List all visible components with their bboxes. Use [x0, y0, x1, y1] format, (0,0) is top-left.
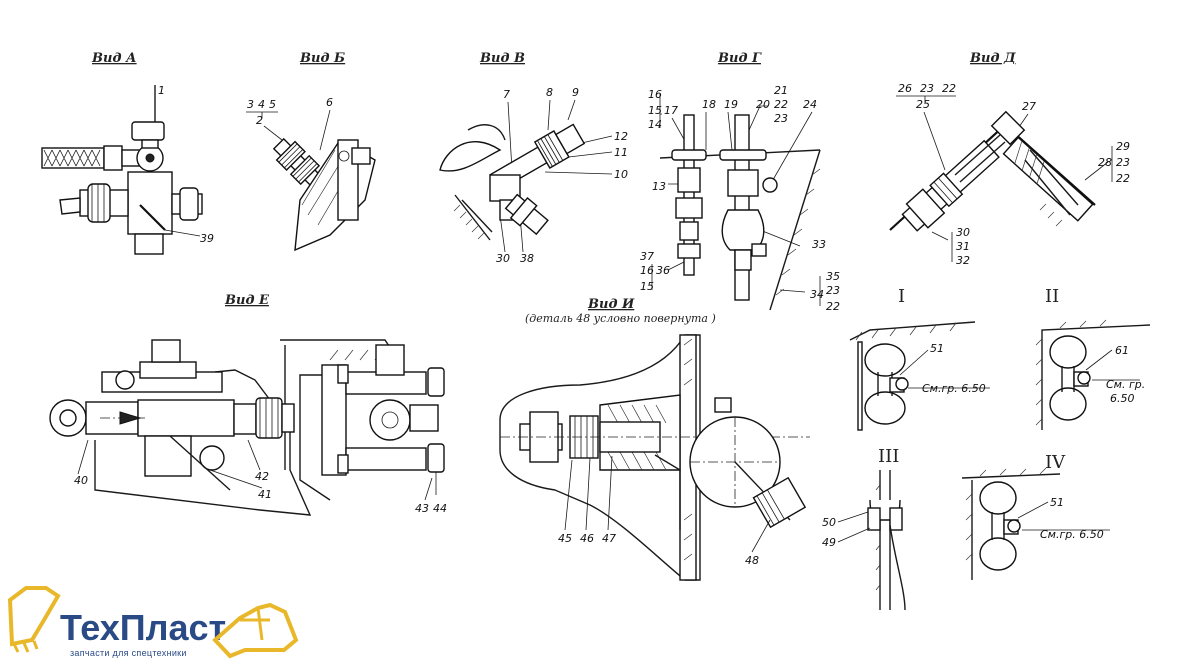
label-d-23b: 23: [1116, 156, 1130, 169]
label-c2-61: 61: [1115, 344, 1129, 357]
label-g-23b: 23: [826, 284, 840, 297]
clamp-iv-title: IV: [1045, 452, 1066, 473]
label-g-16a: 16: [648, 88, 662, 101]
label-e-44: 44: [433, 502, 447, 515]
label-i-47: 47: [602, 532, 616, 545]
label-g-18: 18: [702, 98, 716, 111]
label-d-22a: 22: [942, 82, 956, 95]
label-g-24: 24: [803, 98, 817, 111]
view-g: Вид Г 16 15 17 14 18 19 20 21 22 23 24 1…: [640, 51, 840, 313]
label-g-36: 36: [656, 264, 670, 277]
label-v-9: 9: [572, 86, 579, 99]
view-b: Вид Б 3 4 5 2 6: [246, 51, 376, 252]
label-d-26: 26: [898, 82, 912, 95]
clamp-view-i: I 51 См.гр. 6.50: [849, 286, 990, 431]
label-d-28: 28: [1098, 156, 1112, 169]
ref-c2-b: 6.50: [1110, 392, 1135, 405]
label-d-23a: 23: [920, 82, 934, 95]
logo-name: ТехПласт: [60, 607, 226, 648]
label-b-5: 5: [269, 98, 276, 111]
label-g-20: 20: [756, 98, 770, 111]
label-g-34: 34: [810, 288, 824, 301]
label-g-21: 21: [774, 84, 788, 97]
label-g-37: 37: [640, 250, 654, 263]
clamp-i-title: I: [898, 286, 905, 307]
view-i: Вид И (деталь 48 условно повернута ) 45 …: [499, 297, 810, 581]
label-d-29: 29: [1116, 140, 1130, 153]
label-g-19: 19: [724, 98, 738, 111]
view-b-title: Вид Б: [299, 51, 345, 66]
label-d-32: 32: [956, 254, 970, 267]
label-g-22a: 22: [774, 98, 788, 111]
view-v-title: Вид В: [479, 51, 525, 66]
label-b-2: 2: [256, 114, 263, 127]
label-g-17: 17: [664, 104, 678, 117]
label-v-30: 30: [496, 252, 510, 265]
label-c1-51: 51: [930, 342, 944, 355]
ref-c4: См.гр. 6.50: [1040, 528, 1104, 541]
label-a-1: 1: [158, 84, 165, 97]
clamp-view-ii: II 61 См. гр. 6.50: [1035, 286, 1151, 430]
label-g-13: 13: [652, 180, 666, 193]
label-c4-51: 51: [1050, 496, 1064, 509]
view-a-title: Вид А: [91, 51, 137, 66]
view-d: Вид Д 26 23 22 25 27 29 28 23 22 30 31 3…: [889, 51, 1130, 267]
view-i-title: Вид И: [587, 297, 635, 312]
clamp-view-iii: III 50 49: [822, 446, 906, 611]
clamp-view-iv: IV 51 См.гр. 6.50: [961, 452, 1110, 580]
label-i-46: 46: [580, 532, 594, 545]
view-a: Вид А 1 39: [41, 51, 214, 255]
label-i-45: 45: [558, 532, 572, 545]
view-d-title: Вид Д: [969, 51, 1016, 66]
label-g-23a: 23: [774, 112, 788, 125]
label-d-30: 30: [956, 226, 970, 239]
view-e-title: Вид Е: [224, 293, 270, 308]
label-v-38: 38: [520, 252, 534, 265]
label-v-7: 7: [503, 88, 510, 101]
label-g-14: 14: [648, 118, 662, 131]
excavator-arm-icon: [212, 602, 299, 659]
label-v-12: 12: [614, 130, 628, 143]
label-b-4: 4: [258, 98, 265, 111]
label-i-48: 48: [745, 554, 759, 567]
label-e-42: 42: [255, 470, 269, 483]
label-v-10: 10: [614, 168, 628, 181]
label-b-3: 3: [247, 98, 254, 111]
label-g-16b: 16: [640, 264, 654, 277]
label-a-39: 39: [200, 232, 214, 245]
ref-c1: См.гр. 6.50: [922, 382, 986, 395]
label-g-35: 35: [826, 270, 840, 283]
view-i-subtitle: (деталь 48 условно повернута ): [525, 312, 716, 325]
label-e-40: 40: [74, 474, 88, 487]
label-d-25: 25: [916, 98, 930, 111]
logo-tagline: запчасти для спецтехники: [70, 648, 187, 658]
label-c3-50: 50: [822, 516, 836, 529]
label-g-33: 33: [812, 238, 826, 251]
label-v-8: 8: [546, 86, 553, 99]
clamp-ii-title: II: [1045, 286, 1059, 307]
view-e: Вид Е 40: [49, 293, 447, 516]
view-v: Вид В 7 8 9 12 11 10 30 38: [439, 51, 628, 265]
label-e-43: 43: [415, 502, 429, 515]
ref-c2-a: См. гр.: [1106, 378, 1145, 391]
view-g-title: Вид Г: [717, 51, 762, 66]
label-g-15b: 15: [640, 280, 654, 293]
label-g-15a: 15: [648, 104, 662, 117]
techplast-logo: ТехПласт запчасти для спецтехники: [7, 586, 299, 659]
label-e-41: 41: [258, 488, 272, 501]
label-d-31: 31: [956, 240, 970, 253]
label-d-22b: 22: [1116, 172, 1130, 185]
label-b-6: 6: [326, 96, 333, 109]
label-d-27: 27: [1022, 100, 1036, 113]
label-c3-49: 49: [822, 536, 836, 549]
label-v-11: 11: [614, 146, 628, 159]
label-g-22b: 22: [826, 300, 840, 313]
clamp-iii-title: III: [878, 446, 899, 467]
excavator-bucket-icon: [7, 586, 61, 647]
